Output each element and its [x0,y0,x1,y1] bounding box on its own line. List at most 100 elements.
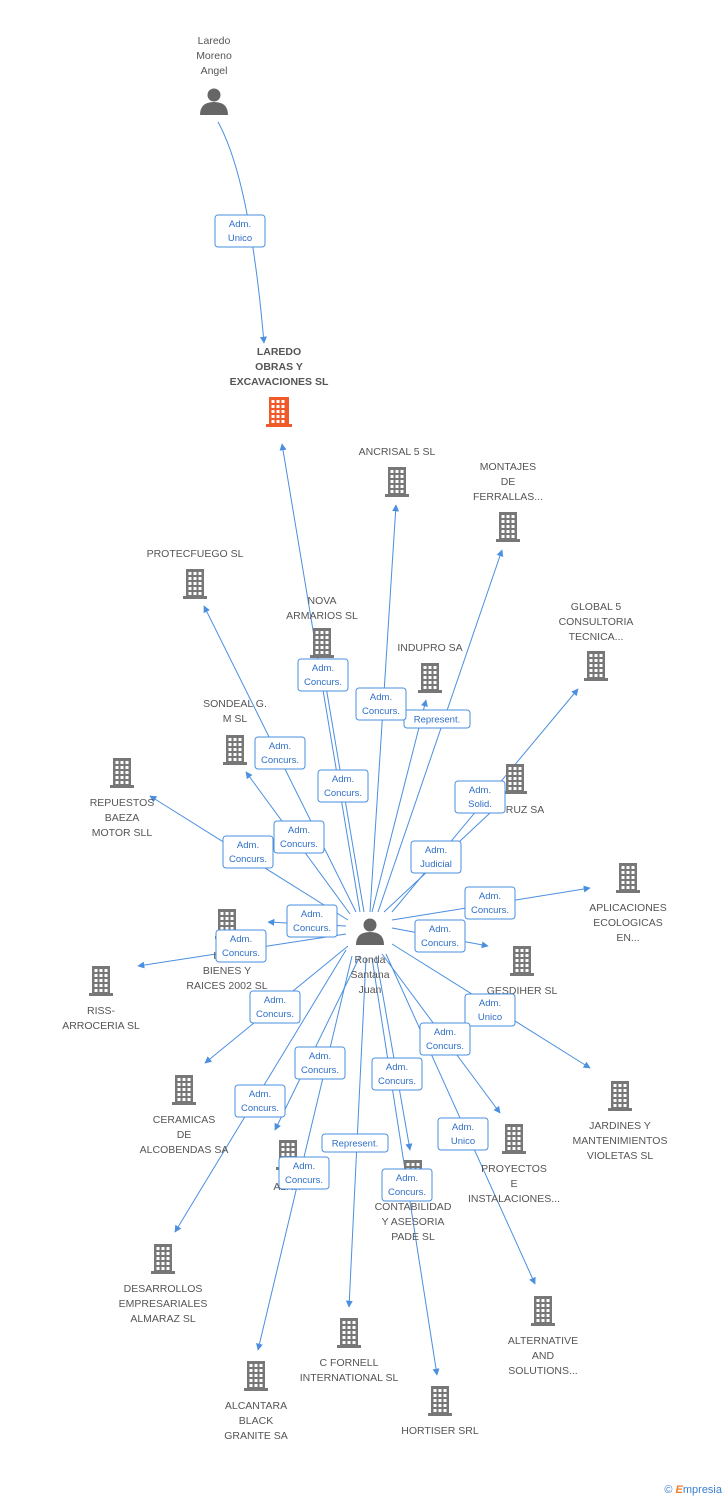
node-label-line: SONDEAL G. [203,698,267,710]
relation-text: Concurs. [222,948,260,959]
node-label-line: Santana [350,969,389,981]
relation-text: Concurs. [324,788,362,799]
relation-box [215,929,267,963]
relation-label-inmo[interactable]: Adm.Concurs. [286,904,338,938]
node-aplicaciones[interactable]: APLICACIONESECOLOGICASEN... [589,863,667,944]
relation-text: Concurs. [261,755,299,766]
node-protecfuego[interactable]: PROTECFUEGO SL [147,548,244,599]
node-ancrisal[interactable]: ANCRISAL 5 SL [359,446,436,497]
relation-box [249,990,301,1024]
relation-label-desarrollos[interactable]: Adm.Concurs. [234,1084,286,1118]
relation-text: Adm. [309,1051,331,1062]
relation-text: Adm. [479,891,501,902]
relation-text: Represent. [414,715,460,726]
node-label-line: INSTALACIONES... [468,1193,560,1205]
relation-label-proyectos[interactable]: Adm.Concurs. [419,1022,471,1056]
node-sondeal[interactable]: SONDEAL G.M SL [203,698,267,765]
building-icon [110,758,134,788]
node-label-line: ALCOBENDAS SA [140,1144,229,1156]
relation-label-aplicaciones[interactable]: Adm.Concurs. [464,886,516,920]
node-label-line: ANCRISAL 5 SL [359,446,436,458]
relation-box [297,658,349,692]
relation-label-gesdiher[interactable]: Adm.Concurs. [414,919,466,953]
relation-labels-layer: Adm.UnicoAdm.Concurs.Represent.Adm.Concu… [214,214,516,1202]
relation-text: Concurs. [293,923,331,934]
node-label-line: BIENES Y [203,965,251,977]
edge-ronda-to-cfornell [345,957,367,1308]
person-icon [356,918,384,945]
node-label-line: Juan [359,984,382,996]
relation-text: Concurs. [426,1041,464,1052]
relation-text: Adm. [370,692,392,703]
relation-label-nova[interactable]: Adm.Concurs. [297,658,349,692]
relation-label-alternative[interactable]: Adm.Unico [437,1117,489,1151]
relation-box [410,840,462,874]
empresia-footer[interactable]: © Empresia [664,1484,722,1496]
node-alternative[interactable]: ALTERNATIVEANDSOLUTIONS... [508,1296,578,1377]
relation-text: Adm. [332,774,354,785]
node-label-line: JARDINES Y [589,1120,651,1132]
node-label-line: EMPRESARIALES [119,1298,208,1310]
building-icon [310,628,334,658]
building-icon [89,966,113,996]
node-hortiser[interactable]: HORTISER SRL [401,1386,479,1437]
node-label-line: ARROCERIA SL [62,1020,140,1032]
node-riss[interactable]: RISS-ARROCERIA SL [62,966,140,1032]
edges-layer [137,121,591,1376]
node-montajes[interactable]: MONTAJESDEFERRALLAS... [473,461,543,542]
node-label-line: ALTERNATIVE [508,1335,578,1347]
node-ruz[interactable]: RUZ SA [503,764,544,816]
relation-label-global5[interactable]: Adm.Solid. [454,780,506,814]
relation-label-ruz[interactable]: Adm.Judicial [410,840,462,874]
relation-label-repuestos[interactable]: Adm.Concurs. [222,835,274,869]
relation-label-ceramicas[interactable]: Adm.Concurs. [249,990,301,1024]
edge-ronda-to-indupro [371,699,428,913]
relation-label-cfornell[interactable]: Represent. [321,1133,389,1153]
relation-label-contabilidad[interactable]: Adm.Concurs. [371,1057,423,1091]
node-label-line: MANTENIMIENTOS [573,1135,668,1147]
relation-label-riss[interactable]: Adm.Concurs. [215,929,267,963]
node-indupro[interactable]: INDUPRO SA [397,642,463,693]
relation-label-montajes[interactable]: Represent. [403,709,471,729]
relation-label-hortiser[interactable]: Adm.Concurs. [381,1168,433,1202]
relation-label-laredo_obras[interactable]: Adm.Unico [214,214,266,248]
building-icon [502,1124,526,1154]
node-label-line: TECNICA... [569,631,624,643]
relation-label-alcantara[interactable]: Adm.Concurs. [294,1046,346,1080]
relation-label-alkit[interactable]: Adm.Concurs. [278,1156,330,1190]
node-label-line: RAICES 2002 SL [186,980,267,992]
relation-label-indupro[interactable]: Adm. Concurs. [355,687,407,721]
person-icon [200,88,228,115]
relation-label-sondeal[interactable]: Adm.Concurs. [273,820,325,854]
empresia-logo-icon: E [675,1484,683,1496]
node-global5[interactable]: GLOBAL 5CONSULTORIATECNICA... [559,601,634,681]
building-icon [616,863,640,893]
relation-text: Adm. [479,998,501,1009]
node-label-line: GLOBAL 5 [571,601,622,613]
node-proyectos[interactable]: PROYECTOSEINSTALACIONES... [468,1124,560,1205]
node-label-line: MOTOR SLL [92,827,153,839]
node-label-line: MONTAJES [480,461,536,473]
relation-box [371,1057,423,1091]
relation-text: Concurs. [362,706,400,717]
relation-text: Adm. [229,219,251,230]
node-label-line: ARMARIOS SL [286,610,358,622]
relation-box [321,1133,389,1153]
relation-label-ancrisal[interactable]: Adm. Concurs. [317,769,369,803]
node-label-line: FERRALLAS... [473,491,543,503]
node-gesdiher[interactable]: GESDIHER SL [487,946,558,997]
relation-label-jardines[interactable]: Adm.Unico [464,993,516,1027]
relation-label-protecfuego[interactable]: Adm.Concurs. [254,736,306,770]
relation-text: Adm. [429,924,451,935]
